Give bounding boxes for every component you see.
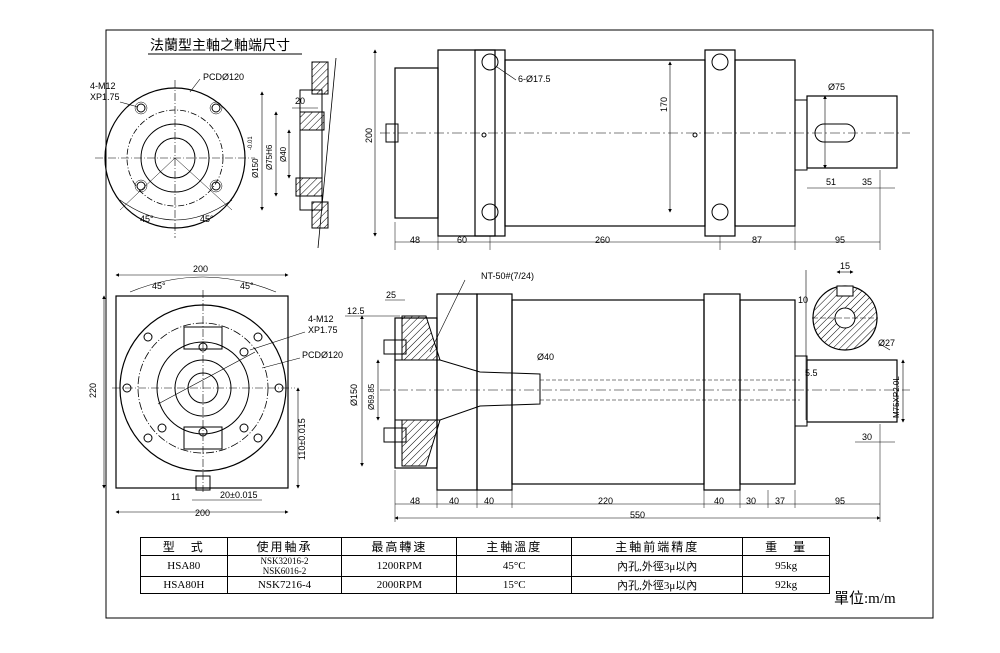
tl-thread-label: 4-M12 xyxy=(90,81,116,91)
tl-dim-tol: -0.01 xyxy=(248,136,254,150)
header-bearing: 使用軸承 xyxy=(226,537,343,556)
tl-dim-phi40: Ø40 xyxy=(279,146,288,162)
sc-phi69: Ø69.85 xyxy=(367,383,376,410)
sc-d5-5: 5.5 xyxy=(805,368,818,378)
fr-w200-top: 200 xyxy=(193,264,208,274)
row-weight: 95kg xyxy=(742,555,830,577)
tl-dim-20: 20 xyxy=(295,96,305,106)
ts-d260: 260 xyxy=(595,235,610,245)
unit-label: 單位:m/m xyxy=(834,591,896,607)
tl-angle1: 45° xyxy=(140,214,154,224)
sc-taper: NT-50#(7/24) xyxy=(481,271,534,281)
row-bearing: NSK32016-2 NSK6016-2 xyxy=(226,555,343,577)
sc-d95: 95 xyxy=(835,496,845,506)
header-precision: 主軸前端精度 xyxy=(571,537,744,556)
ts-d170: 170 xyxy=(659,97,669,112)
flange-end-view xyxy=(95,78,255,238)
ts-d87: 87 xyxy=(752,235,762,245)
fr-d11: 11 xyxy=(171,492,180,502)
drawing-title: 法蘭型主軸之軸端尺寸 xyxy=(150,37,290,53)
tl-dim-phi75: Ø75H6 xyxy=(265,144,274,170)
row-speed: 2000RPM xyxy=(341,576,458,594)
header-model: 型 式 xyxy=(140,537,228,556)
sc-d25: 25 xyxy=(386,290,396,300)
tl-angle2: 45° xyxy=(200,214,214,224)
fr-w200-bot: 200 xyxy=(195,508,210,518)
ts-d48: 48 xyxy=(410,235,420,245)
sc-d12-5: 12.5 xyxy=(347,306,365,316)
ts-d200: 200 xyxy=(364,128,374,143)
row-model: HSA80 xyxy=(140,555,228,577)
sc-d550: 550 xyxy=(630,510,645,520)
tl-pitch-label: XP1.75 xyxy=(90,92,120,102)
sc-d48: 48 xyxy=(410,496,420,506)
spec-table: 型 式 使用軸承 最高轉速 主軸溫度 主軸前端精度 重 量 HSA80 NSK3… xyxy=(140,537,830,594)
row-speed: 1200RPM xyxy=(341,555,458,577)
sc-d37: 37 xyxy=(775,496,785,506)
header-temp: 主軸溫度 xyxy=(456,537,573,556)
fr-angle1: 45° xyxy=(152,281,166,291)
fr-angle2: 45° xyxy=(240,281,254,291)
row-bearing: NSK7216-4 xyxy=(226,576,343,594)
row-temp: 15°C xyxy=(456,576,573,594)
ts-holes: 6-Ø17.5 xyxy=(518,74,551,84)
header-weight: 重 量 xyxy=(742,537,830,556)
row-weight: 92kg xyxy=(742,576,830,594)
spec-table-header: 型 式 使用軸承 最高轉速 主軸溫度 主軸前端精度 重 量 xyxy=(140,537,830,556)
row-temp: 45°C xyxy=(456,555,573,577)
tl-dim-phi150: Ø150 xyxy=(251,158,260,178)
row-model: HSA80H xyxy=(140,576,228,594)
sc-phi150: Ø150 xyxy=(349,384,359,406)
sc-d40a: 40 xyxy=(449,496,459,506)
sc-d30b: 30 xyxy=(746,496,756,506)
sc-phi27: Ø27 xyxy=(878,338,895,348)
sc-d220: 220 xyxy=(598,496,613,506)
ts-d95: 95 xyxy=(835,235,845,245)
sc-phi40: Ø40 xyxy=(537,352,554,362)
sc-d15: 15 xyxy=(840,261,850,271)
tl-pcd-label: PCDØ120 xyxy=(203,72,244,82)
fr-h220: 220 xyxy=(88,383,98,398)
sc-d30: 30 xyxy=(862,432,872,442)
fr-d20: 20±0.015 xyxy=(220,490,257,500)
row-precision: 內孔,外徑3μ以內 xyxy=(571,576,744,594)
frame-border xyxy=(105,29,934,619)
ts-d60: 60 xyxy=(457,235,467,245)
ts-phi75: Ø75 xyxy=(828,82,845,92)
sc-d40c: 40 xyxy=(714,496,724,506)
ts-d51: 51 xyxy=(826,177,836,187)
square-flange-front-view xyxy=(102,273,306,514)
sc-d10: 10 xyxy=(798,295,808,305)
sc-d40b: 40 xyxy=(484,496,494,506)
fr-pitch: XP1.75 xyxy=(308,325,338,335)
fr-thread: 4-M12 xyxy=(308,314,334,324)
table-row: HSA80H NSK7216-4 2000RPM 15°C 內孔,外徑3μ以內 … xyxy=(140,576,830,594)
fr-pcd: PCDØ120 xyxy=(302,350,343,360)
header-speed: 最高轉速 xyxy=(341,537,458,556)
side-elevation-view xyxy=(373,49,910,250)
table-row: HSA80 NSK32016-2 NSK6016-2 1200RPM 45°C … xyxy=(140,555,830,577)
flange-section-small xyxy=(260,57,337,249)
row-bearing-1: NSK32016-2 xyxy=(260,556,309,566)
ts-d35: 35 xyxy=(862,177,872,187)
fr-h110: 110±0.015 xyxy=(297,418,307,460)
spindle-cross-section xyxy=(345,270,910,522)
sc-thread-end: M75XP2.0L xyxy=(892,376,901,418)
row-bearing-2: NSK6016-2 xyxy=(262,566,307,576)
row-precision: 內孔,外徑3μ以內 xyxy=(571,555,744,577)
